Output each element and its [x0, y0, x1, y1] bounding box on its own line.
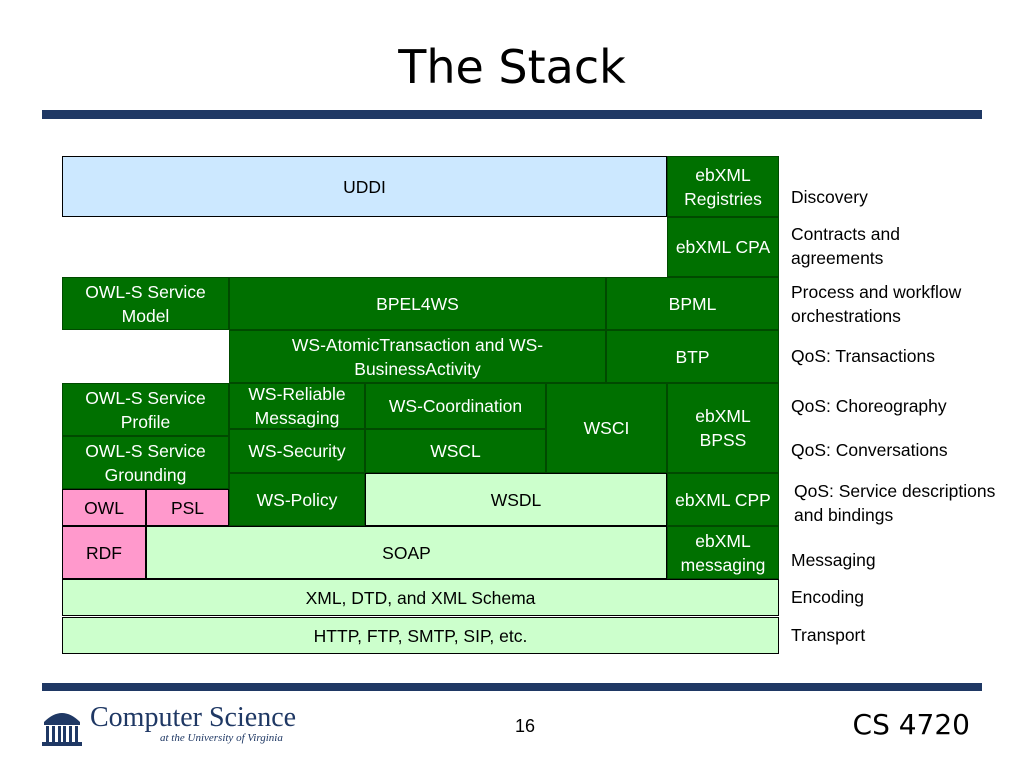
owls-service-grounding-box: OWL-S Service Grounding [62, 436, 229, 489]
layer-label-transport: Transport [791, 625, 866, 645]
layer-label-contracts: Contracts and agreements [791, 224, 900, 268]
owl-box: OWL [62, 489, 146, 526]
psl-box: PSL [146, 489, 229, 526]
bottom-divider [42, 683, 982, 691]
layer-label-choreography: QoS: Choreography [791, 396, 947, 416]
soap-box: SOAP [146, 526, 667, 579]
ws-coordination-box: WS-Coordination [365, 383, 546, 429]
ws-security-box: WS-Security [229, 429, 365, 473]
uva-cs-logo: Computer Science at the University of Vi… [42, 700, 342, 750]
ws-reliable-messaging-box: WS-Reliable Messaging [229, 383, 365, 429]
btp-box: BTP [606, 330, 779, 383]
logo-subtitle: at the University of Virginia [160, 732, 283, 744]
bpml-box: BPML [606, 277, 779, 330]
layer-label-discovery: Discovery [791, 187, 868, 207]
wsdl-box: WSDL [365, 473, 667, 526]
xml-box: XML, DTD, and XML Schema [62, 579, 779, 616]
layer-label-conversations: QoS: Conversations [791, 440, 948, 460]
ebxml-messaging-box: ebXML messaging [667, 526, 779, 579]
wsci-box: WSCI [546, 383, 667, 473]
page-number: 16 [514, 716, 536, 736]
top-divider [42, 110, 982, 119]
ebxml-cpa-box: ebXML CPA [667, 217, 779, 277]
ws-policy-box: WS-Policy [229, 473, 365, 526]
rotunda-icon [42, 713, 82, 746]
slide-title: The Stack [398, 40, 626, 94]
bpel4ws-box: BPEL4WS [229, 277, 606, 330]
course-code: CS 4720 [852, 708, 970, 741]
layer-label-messaging: Messaging [791, 550, 876, 570]
ebxml-registries-box: ebXML Registries [667, 156, 779, 217]
owls-service-model-box: OWL-S Service Model [62, 277, 229, 330]
ebxml-bpss-box: ebXML BPSS [667, 383, 779, 473]
ebxml-cpp-box: ebXML CPP [667, 473, 779, 526]
owls-service-profile-box: OWL-S Service Profile [62, 383, 229, 436]
layer-label-service-descriptions: QoS: Service descriptions and bindings [794, 481, 996, 525]
ws-atomic-transaction-box: WS-AtomicTransaction and WS-BusinessActi… [229, 330, 606, 383]
logo-wordmark: Computer Science [90, 702, 297, 733]
layer-label-encoding: Encoding [791, 587, 864, 607]
wscl-box: WSCL [365, 429, 546, 473]
rdf-box: RDF [62, 526, 146, 579]
uddi-box: UDDI [62, 156, 667, 217]
http-box: HTTP, FTP, SMTP, SIP, etc. [62, 617, 779, 654]
layer-label-process: Process and workflow orchestrations [791, 282, 962, 326]
layer-label-transactions: QoS: Transactions [791, 346, 935, 366]
